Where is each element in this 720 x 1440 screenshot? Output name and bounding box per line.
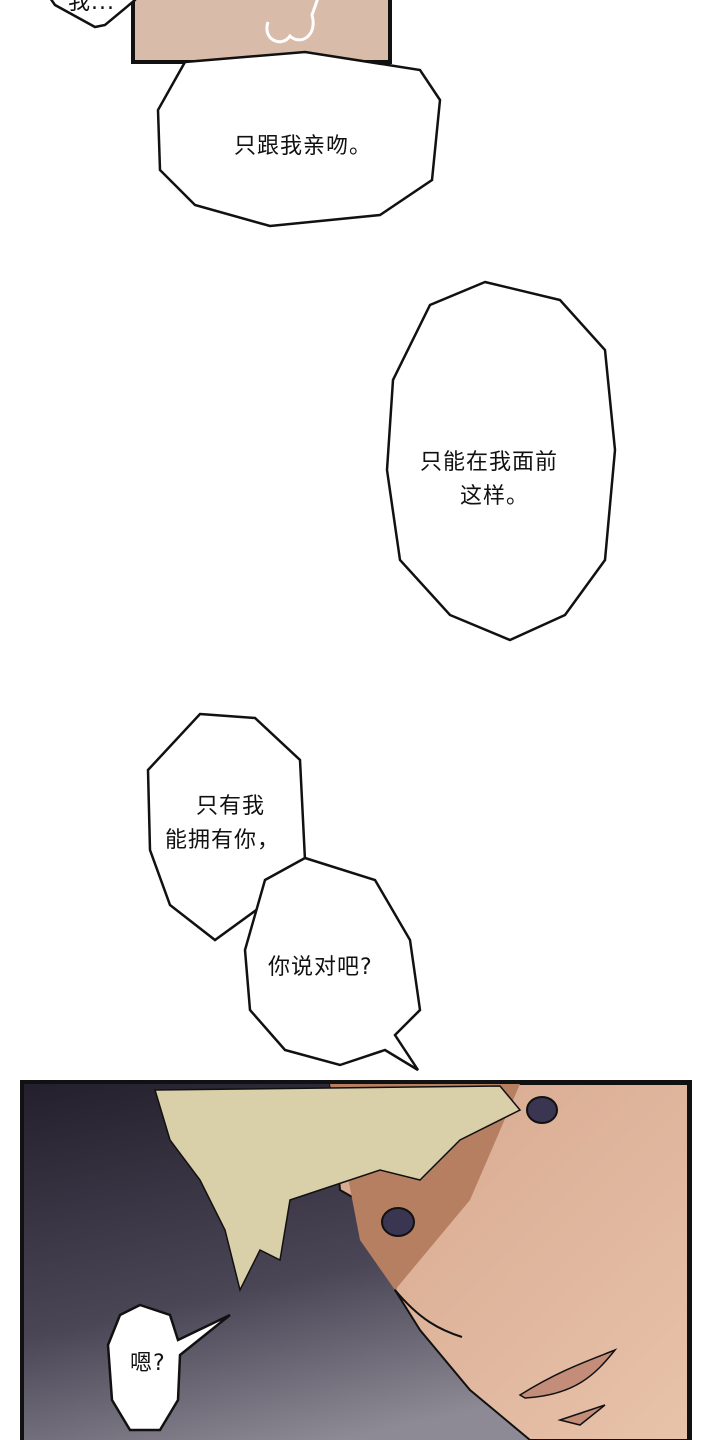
bubble-text-2-line-0: 只能在我面前	[420, 450, 559, 475]
speech-bubble-2	[385, 280, 617, 642]
bubble-text-0-line-0: 我...	[68, 0, 115, 15]
lips	[518, 1348, 618, 1426]
nose-line	[394, 1289, 463, 1338]
hand-outline	[265, 0, 319, 44]
speech-bubble-4	[243, 856, 422, 1072]
eye-right	[526, 1096, 558, 1124]
bubble-text-2-line-1: 这样。	[460, 484, 530, 509]
bubble-text-3-line-0: 只有我	[196, 794, 266, 819]
bubble-text-1-line-0: 只跟我亲吻。	[234, 134, 373, 159]
bubble-text-5-line-0: 嗯?	[130, 1351, 166, 1376]
bubble-text-3-line-1: 能拥有你，	[165, 828, 281, 853]
hair	[153, 1085, 522, 1293]
speech-bubble-1	[156, 50, 442, 228]
bubble-text-4-line-0: 你说对吧?	[268, 955, 373, 980]
speech-bubble-5	[106, 1303, 231, 1432]
eye-left	[381, 1207, 415, 1237]
speech-bubble-partial	[49, 0, 137, 29]
top-panel	[131, 0, 392, 64]
